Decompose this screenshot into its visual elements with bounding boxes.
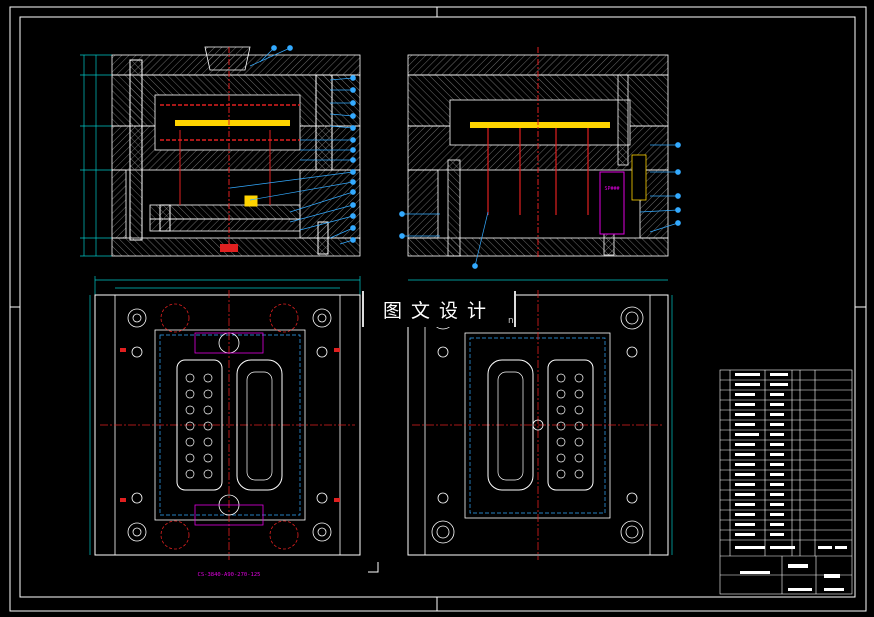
sheet-frame	[9, 6, 867, 612]
plan-view-left: CS-3840-A90-270-125	[89, 276, 379, 578]
title-block	[719, 369, 853, 595]
section-view-left	[80, 45, 361, 257]
plan-view-right	[407, 279, 673, 560]
watermark-suffix: n	[508, 316, 514, 326]
title-block-text	[735, 373, 847, 591]
watermark-banner: 图文设计	[362, 291, 516, 327]
watermark-text: 图文设计	[382, 299, 495, 322]
spacer-block-label: SP###	[604, 186, 619, 192]
plan-view-note: CS-3840-A90-270-125	[198, 572, 261, 578]
section-view-right: SP###	[399, 47, 681, 269]
